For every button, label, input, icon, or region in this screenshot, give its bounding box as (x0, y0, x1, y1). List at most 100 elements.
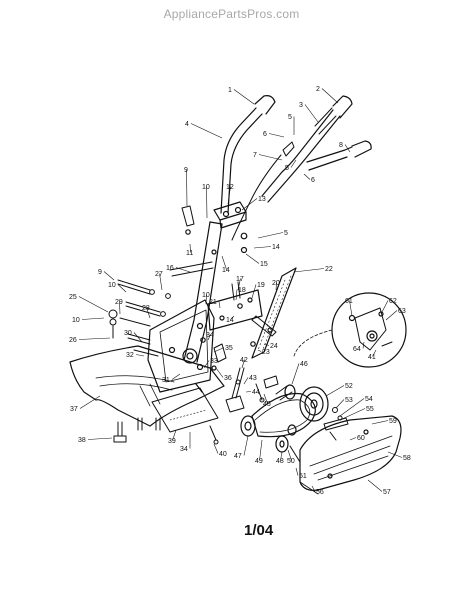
leader-line (291, 363, 300, 385)
leader-line (218, 301, 221, 309)
part-callout-14: 14 (226, 317, 234, 324)
part-callout-58: 58 (403, 455, 411, 462)
leader-line (175, 267, 191, 273)
handle-tube (183, 221, 223, 363)
part-callout-18: 18 (238, 287, 246, 294)
leader-line (79, 395, 101, 409)
leader-line (293, 268, 325, 273)
leader-line (221, 255, 227, 270)
part-callout-36: 36 (224, 375, 232, 382)
part-callout-47: 47 (234, 453, 242, 460)
leader-line (243, 435, 249, 456)
leader-line (362, 341, 365, 349)
part-callout-9: 9 (184, 167, 188, 174)
part-callout-61: 61 (345, 298, 353, 305)
part-callout-25: 25 (69, 294, 77, 301)
leader-line (321, 88, 339, 104)
part-callout-53: 53 (345, 397, 353, 404)
part-callout-14: 14 (272, 244, 280, 251)
leader-line (268, 133, 285, 138)
part-callout-34: 34 (180, 446, 188, 453)
leader-line (251, 284, 257, 299)
leader-line (290, 159, 297, 168)
part-callout-64: 64 (353, 346, 361, 353)
flap (151, 387, 219, 433)
part-callout-30: 30 (124, 330, 132, 337)
part-callout-9: 9 (98, 269, 102, 276)
part-callout-8: 8 (339, 142, 343, 149)
leader-line (227, 186, 231, 205)
leader-line (303, 173, 311, 180)
leader-line (117, 284, 127, 293)
shield-bolts (113, 417, 219, 445)
leader-line (349, 300, 353, 317)
part-callout-10: 10 (202, 292, 210, 299)
part-callout-19: 19 (257, 282, 265, 289)
part-callout-5: 5 (288, 114, 292, 121)
leader-line (344, 144, 351, 153)
leader-line (371, 420, 389, 425)
leader-line (205, 294, 207, 305)
leader-line (190, 123, 223, 139)
part-callout-24: 24 (270, 343, 278, 350)
leader-line (135, 354, 145, 357)
part-callout-55: 55 (366, 406, 374, 413)
part-callout-28: 28 (142, 305, 150, 312)
part-callout-31: 31 (162, 377, 170, 384)
leader-line (275, 282, 277, 291)
leader-line (172, 429, 177, 441)
leader-line (146, 307, 151, 319)
linkage (251, 315, 277, 337)
part-callout-10: 10 (202, 184, 210, 191)
leader-line (206, 186, 208, 219)
leader-line (304, 104, 319, 123)
leader-line (349, 437, 357, 441)
leader-line (186, 169, 188, 207)
leader-line (103, 271, 115, 281)
leader-line (81, 317, 105, 320)
leader-line (257, 232, 284, 239)
part-callout-63: 63 (398, 308, 406, 315)
part-callout-5: 5 (284, 230, 288, 237)
leader-line (258, 154, 283, 161)
part-callout-54: 54 (365, 396, 373, 403)
part-callout-1: 1 (228, 87, 232, 94)
leader-line (263, 343, 270, 346)
lever (181, 205, 195, 227)
part-callout-56: 56 (316, 489, 324, 496)
leader-line (263, 393, 268, 404)
part-callout-27: 27 (155, 271, 163, 278)
part-callout-50: 50 (287, 458, 295, 465)
leader-line (213, 347, 225, 353)
leader-line (245, 253, 260, 264)
collar (275, 384, 296, 401)
leader-line (207, 334, 211, 341)
belt-cover (299, 415, 402, 495)
part-callout-10: 10 (108, 282, 116, 289)
part-callout-14: 14 (222, 267, 230, 274)
leader-lines (78, 88, 403, 492)
leader-line (78, 296, 109, 313)
leader-line (203, 360, 210, 369)
part-callout-45: 45 (263, 401, 271, 408)
part-callout-7: 7 (253, 152, 257, 159)
brace (169, 261, 214, 277)
leader-line (119, 301, 121, 315)
leader-line (159, 273, 163, 291)
part-callout-26: 26 (69, 337, 77, 344)
leader-line (325, 385, 345, 397)
part-callout-2: 2 (316, 86, 320, 93)
bolt-set-left (108, 279, 171, 357)
part-callout-44: 44 (252, 389, 260, 396)
part-callout-3: 3 (299, 102, 303, 109)
leader-line (133, 332, 143, 343)
part-callout-29: 29 (115, 299, 123, 306)
drawing-code: 1/04 (244, 522, 274, 539)
leader-line (241, 359, 245, 369)
part-callout-35: 35 (225, 345, 233, 352)
part-callout-41: 41 (368, 354, 376, 361)
part-callout-10: 10 (72, 317, 80, 324)
leader-line (381, 300, 389, 313)
